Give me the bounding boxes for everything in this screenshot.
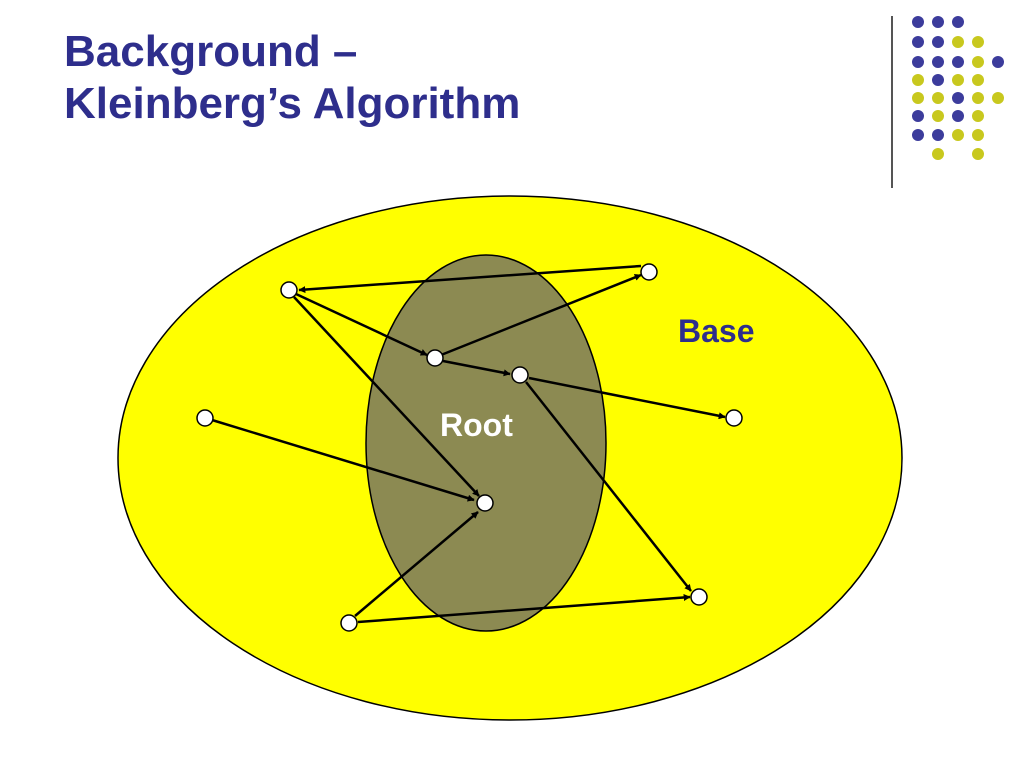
- node-left: [196, 409, 214, 427]
- edge-left-to-root-lower: [211, 418, 475, 502]
- edge-root-upper-to-top-right: [440, 273, 642, 357]
- title-divider: [891, 16, 893, 188]
- node-bottom-left: [340, 614, 358, 632]
- edge-top-left-to-root-upper: [295, 292, 428, 357]
- edge-top-left-to-root-lower: [293, 296, 480, 497]
- node-root-lower: [476, 494, 494, 512]
- node-bottom-right: [690, 588, 708, 606]
- node-top-right: [640, 263, 658, 281]
- edge-top-right-to-top-left: [298, 264, 642, 294]
- edge-bottom-left-to-bottom-right: [357, 593, 691, 624]
- node-right: [725, 409, 743, 427]
- edge-root-mid-to-right: [528, 376, 726, 420]
- base-label: Base: [678, 313, 755, 349]
- edge-root-mid-to-bottom-right: [525, 381, 692, 592]
- node-root-mid: [511, 366, 529, 384]
- slide-title-line-1: Background –: [64, 27, 358, 76]
- slide-title-line-2: Kleinberg’s Algorithm: [64, 79, 521, 128]
- node-top-left: [280, 281, 298, 299]
- root-label: Root: [440, 407, 513, 443]
- node-root-upper: [426, 349, 444, 367]
- root-set-ellipse: [365, 254, 607, 632]
- edge-root-upper-to-root-mid: [442, 359, 511, 377]
- slide-title: Background – Kleinberg’s Algorithm: [64, 26, 520, 130]
- edge-bottom-left-to-root-lower: [354, 511, 479, 617]
